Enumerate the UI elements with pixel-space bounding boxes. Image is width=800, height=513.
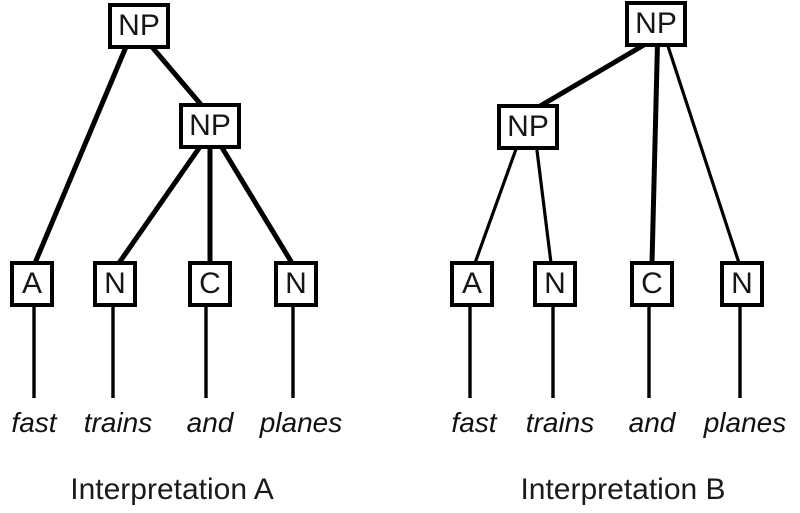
node-box	[179, 103, 241, 149]
tree-edge	[473, 147, 518, 264]
node-box	[630, 261, 674, 307]
node-box	[533, 261, 577, 307]
node-label: C	[199, 267, 221, 300]
node-n: N	[720, 261, 764, 307]
node-np: NP	[179, 103, 241, 149]
node-box	[274, 261, 318, 307]
node-box	[93, 261, 137, 307]
node-box	[450, 261, 494, 307]
node-box	[625, 1, 687, 47]
node-label: NP	[118, 9, 160, 42]
tree-edge	[32, 46, 129, 264]
word-fast: fast	[451, 407, 497, 438]
node-label: N	[285, 267, 307, 300]
node-box	[720, 261, 764, 307]
word-and: and	[187, 407, 235, 438]
node-label: NP	[507, 110, 549, 143]
tree-caption: Interpretation A	[70, 473, 273, 506]
node-n: N	[93, 261, 137, 307]
nodes-layer: NP NP A N C N NP NP A N C N	[10, 1, 764, 307]
node-a: A	[450, 261, 494, 307]
node-label: NP	[189, 109, 231, 142]
node-n: N	[533, 261, 577, 307]
word-trains: trains	[526, 407, 594, 438]
word-planes: planes	[259, 407, 343, 438]
node-np: NP	[497, 104, 559, 150]
node-label: A	[462, 267, 482, 300]
word-trains: trains	[84, 407, 152, 438]
tree-caption: Interpretation B	[520, 473, 725, 506]
tree-edge	[116, 145, 202, 265]
node-box	[108, 3, 170, 49]
word-fast: fast	[11, 407, 57, 438]
node-label: C	[641, 267, 663, 300]
edges-layer	[32, 42, 741, 265]
tree-edge	[649, 44, 660, 264]
node-c: C	[630, 261, 674, 307]
word-planes: planes	[703, 407, 787, 438]
node-c: C	[188, 261, 232, 307]
tree-edge	[666, 44, 741, 264]
node-np: NP	[108, 3, 170, 49]
node-box	[10, 261, 54, 307]
node-a: A	[10, 261, 54, 307]
tree-edge	[150, 45, 204, 107]
word-and: and	[629, 407, 677, 438]
tree-edge	[538, 42, 646, 109]
node-label: N	[544, 267, 566, 300]
node-np: NP	[625, 1, 687, 47]
node-label: NP	[635, 7, 677, 40]
words-layer: fast trains and planes fast trains and planes	[11, 407, 786, 438]
node-label: N	[731, 267, 753, 300]
node-n: N	[274, 261, 318, 307]
node-box	[188, 261, 232, 307]
tree-edge	[219, 145, 295, 265]
tree-edge	[535, 147, 553, 264]
node-box	[497, 104, 559, 150]
node-label: N	[104, 267, 126, 300]
captions-layer: Interpretation A Interpretation B	[70, 473, 725, 506]
node-label: A	[22, 267, 42, 300]
leaf-stems-layer	[32, 305, 742, 398]
